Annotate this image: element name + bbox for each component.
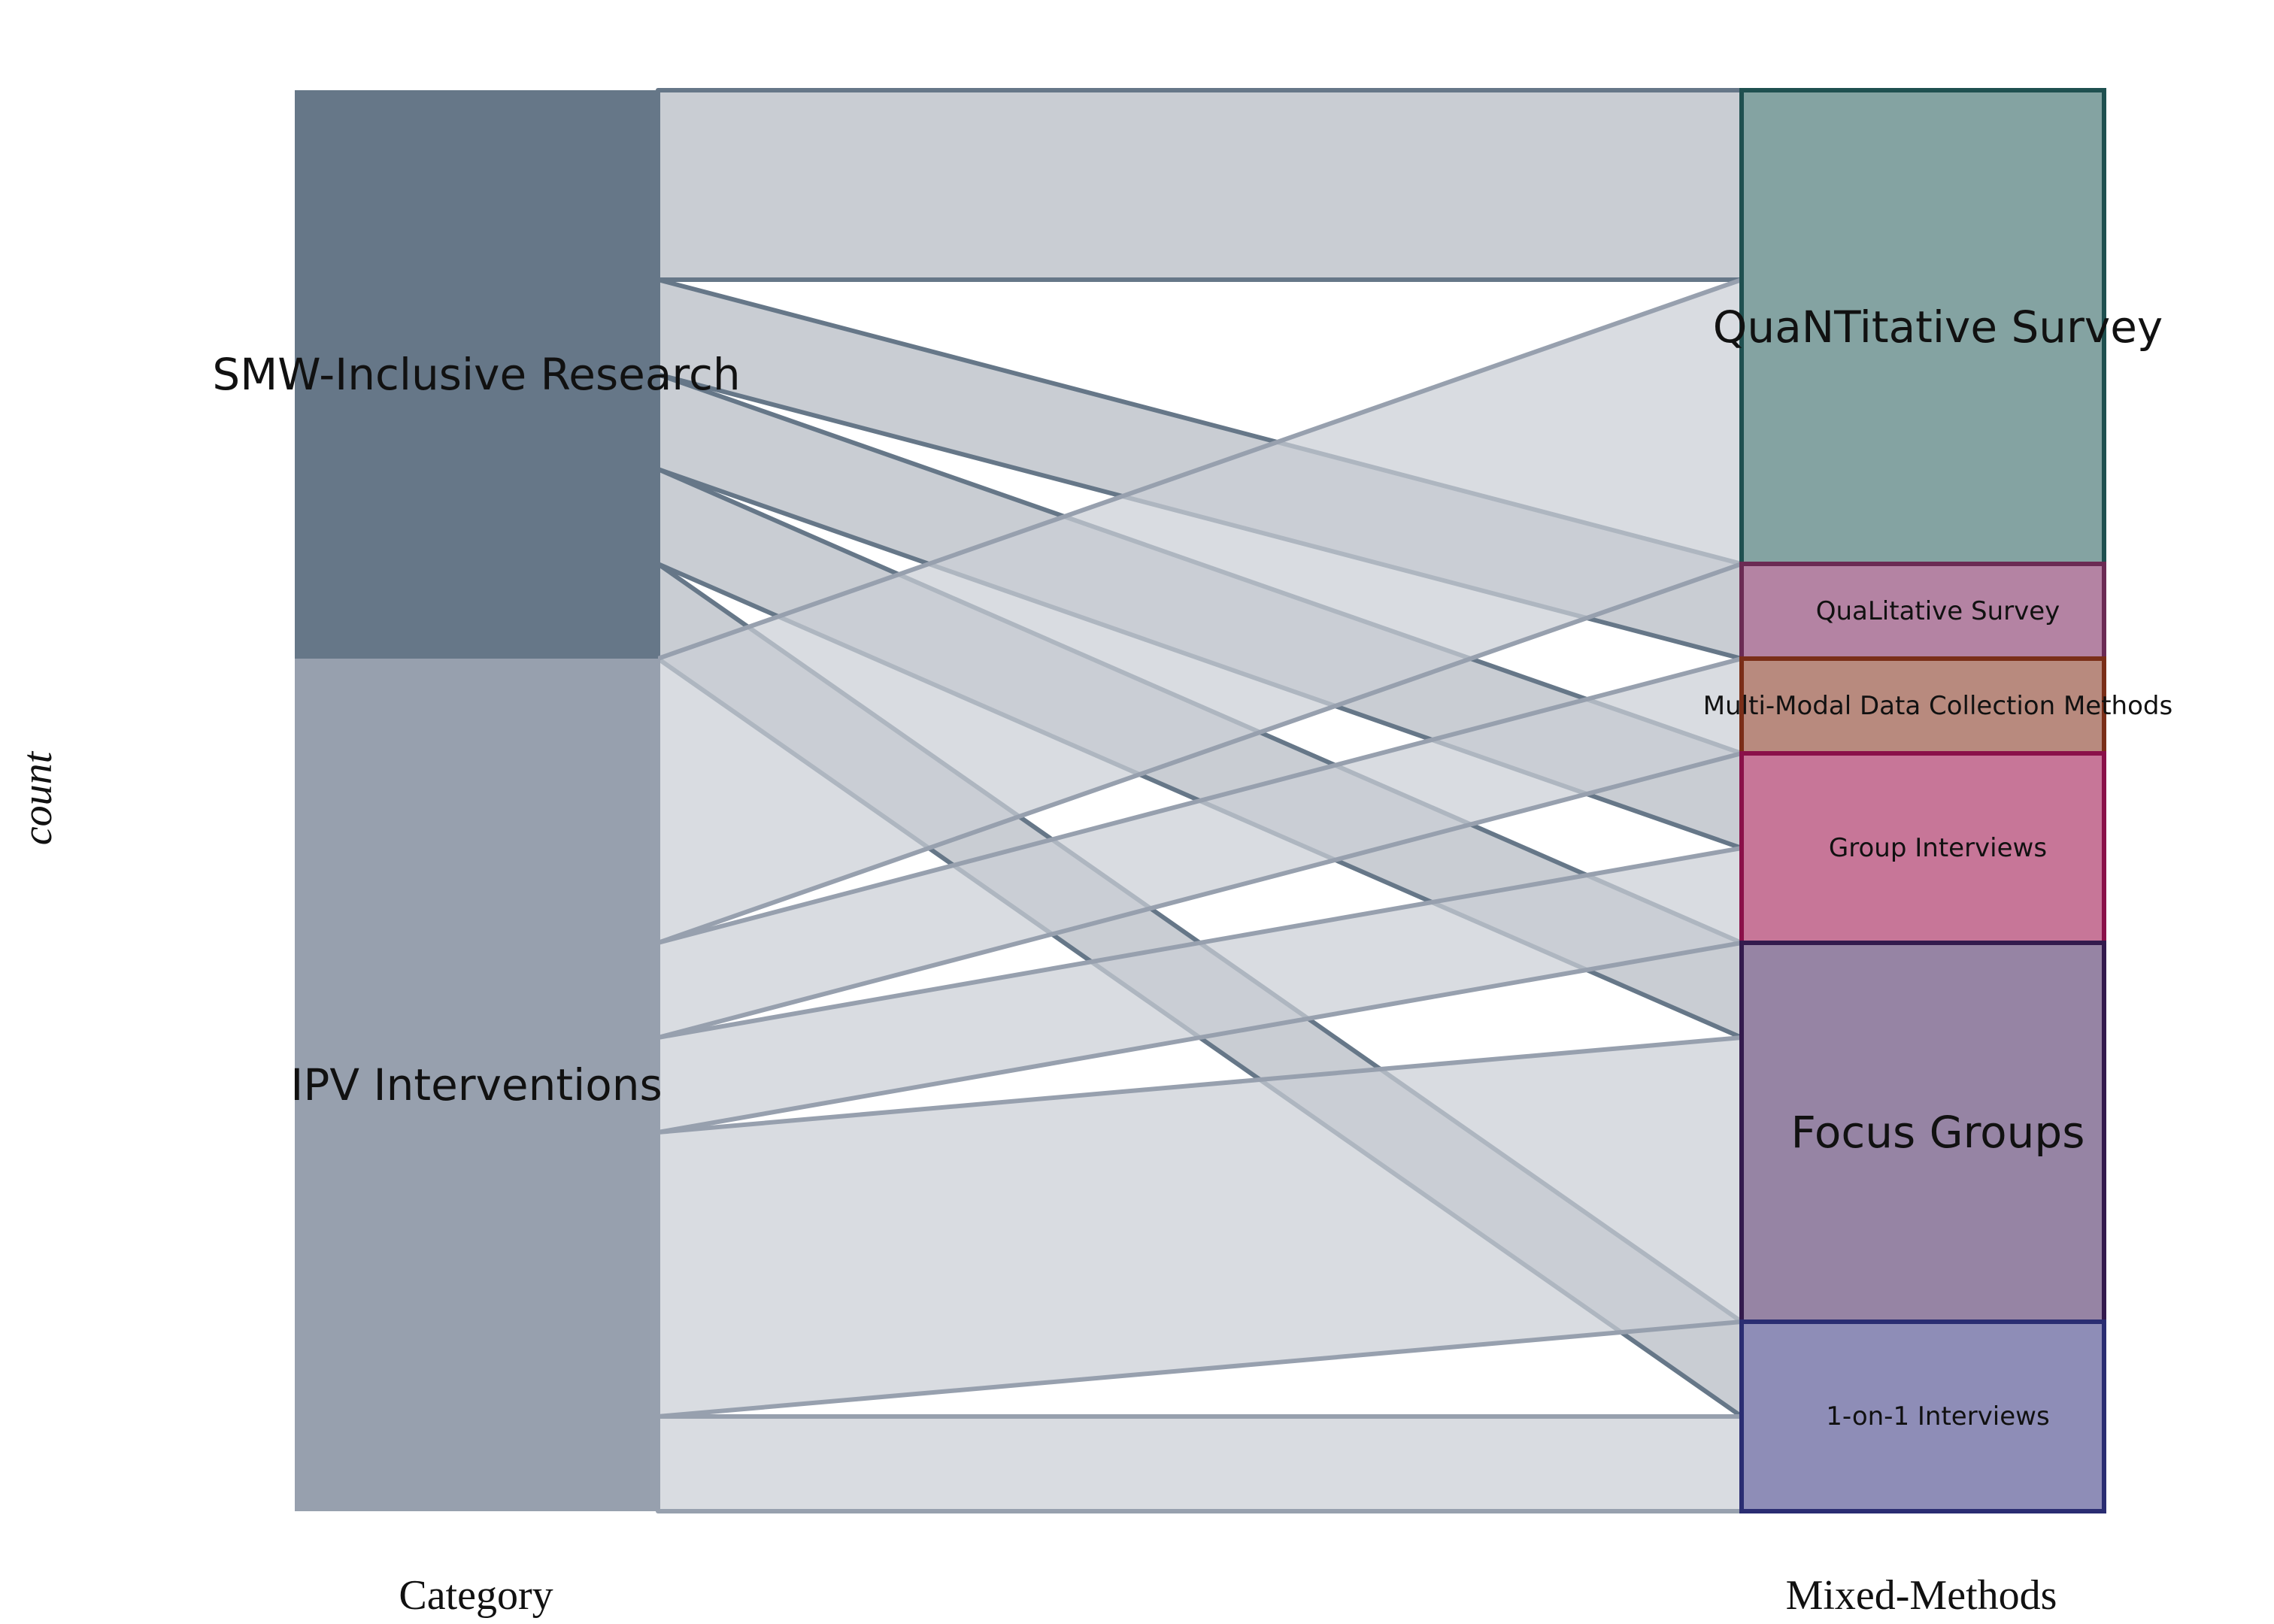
axis-label-category: Category bbox=[399, 1572, 553, 1619]
node-label-group-interviews: Group Interviews bbox=[1829, 833, 2047, 863]
axis-label-mixed-methods: Mixed-Methods bbox=[1786, 1572, 2057, 1619]
node-label-focus-groups: Focus Groups bbox=[1791, 1107, 2085, 1158]
node-smw-inclusive-research bbox=[295, 90, 658, 659]
flows-layer bbox=[656, 88, 1744, 1513]
node-ipv-interventions bbox=[295, 659, 658, 1511]
node-label-quantitative-survey: QuaNTitative Survey bbox=[1713, 301, 2163, 353]
node-focus-groups bbox=[1739, 941, 2106, 1324]
node-qualitative-survey bbox=[1739, 562, 2106, 661]
nodes-layer bbox=[295, 88, 2106, 1513]
node-label-ipv-interventions: IPV Interventions bbox=[290, 1059, 662, 1110]
flow-ipv-interventions-to-1-on-1-interviews bbox=[656, 1414, 1744, 1513]
flow-smw-inclusive-research-to-quantitative-survey bbox=[656, 88, 1744, 282]
y-axis-label: count bbox=[14, 750, 61, 845]
node-label-qualitative-survey: QuaLitative Survey bbox=[1816, 596, 2060, 626]
node-quantitative-survey bbox=[1739, 88, 2106, 566]
node-multi-modal-data-collection-methods bbox=[1739, 656, 2106, 756]
node-group-interviews bbox=[1739, 751, 2106, 945]
node-label-multi-modal-data-collection-methods: Multi-Modal Data Collection Methods bbox=[1703, 691, 2172, 721]
node-label-1-on-1-interviews: 1-on-1 Interviews bbox=[1826, 1401, 2049, 1432]
node-label-smw-inclusive-research: SMW-Inclusive Research bbox=[212, 349, 740, 400]
node-1-on-1-interviews bbox=[1739, 1320, 2106, 1513]
